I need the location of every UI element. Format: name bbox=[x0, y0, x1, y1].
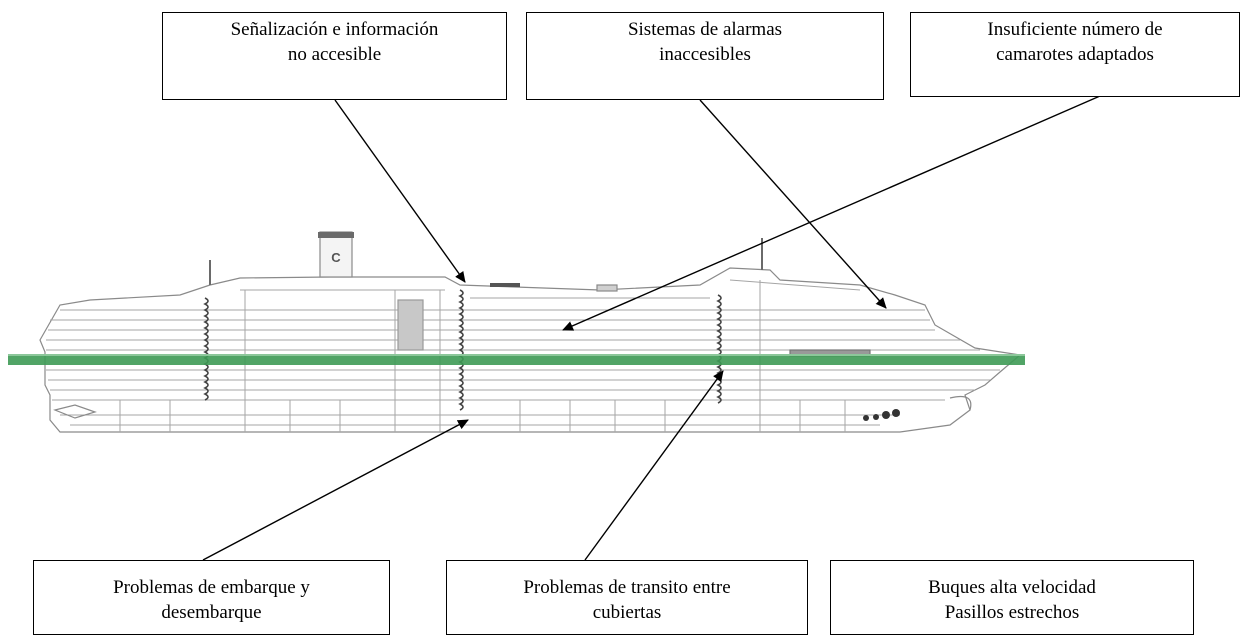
callout-arrows bbox=[202, 95, 1101, 561]
callout-transit-line1: Problemas de transito entre bbox=[523, 577, 731, 598]
funnel bbox=[319, 231, 353, 278]
callout-boarding-line1: Problemas de embarque y bbox=[113, 577, 310, 598]
callout-high-speed: Buques alta velocidad Pasillos estrechos bbox=[830, 560, 1194, 635]
callout-cabins-line1: Insuficiente número de bbox=[987, 19, 1163, 40]
ship-hull-outline bbox=[39, 267, 1022, 433]
callout-alarms-line1: Sistemas de alarmas bbox=[627, 19, 783, 40]
stairwell-mid bbox=[458, 289, 464, 411]
stairwell-aft bbox=[203, 297, 209, 401]
callout-high-speed-line2: Pasillos estrechos bbox=[944, 602, 1080, 623]
callout-transit-line2: cubiertas bbox=[592, 602, 662, 623]
callout-alarms: Sistemas de alarmas inaccesibles bbox=[526, 12, 884, 100]
arrow-transit bbox=[584, 370, 724, 561]
callout-signage: Señalización e información no accesible bbox=[162, 12, 507, 100]
arrow-signage bbox=[334, 99, 466, 283]
callout-signage-line2: no accesible bbox=[287, 44, 382, 65]
callout-cabins: Insuficiente número de camarotes adaptad… bbox=[910, 12, 1240, 97]
portholes bbox=[863, 409, 900, 421]
callout-alarms-line2: inaccesibles bbox=[659, 44, 751, 65]
funnel-logo: C bbox=[331, 250, 341, 265]
superstructure-block bbox=[397, 299, 424, 351]
callout-cabins-line2: camarotes adaptados bbox=[996, 44, 1154, 65]
stairwell-columns bbox=[203, 289, 722, 411]
deck-lines bbox=[46, 279, 1000, 426]
arrow-alarms bbox=[699, 99, 887, 309]
callout-boarding-line2: desembarque bbox=[161, 602, 262, 623]
ship-illustration bbox=[39, 231, 1022, 433]
waterline bbox=[8, 355, 1025, 365]
arrow-cabins bbox=[562, 95, 1101, 331]
arrow-boarding bbox=[202, 419, 469, 561]
callout-high-speed-line1: Buques alta velocidad bbox=[928, 577, 1096, 598]
callout-boarding: Problemas de embarque y desembarque bbox=[33, 560, 390, 635]
callout-transit: Problemas de transito entre cubiertas bbox=[446, 560, 808, 635]
callout-signage-line1: Señalización e información bbox=[230, 19, 439, 40]
stairwell-fore bbox=[716, 294, 722, 404]
